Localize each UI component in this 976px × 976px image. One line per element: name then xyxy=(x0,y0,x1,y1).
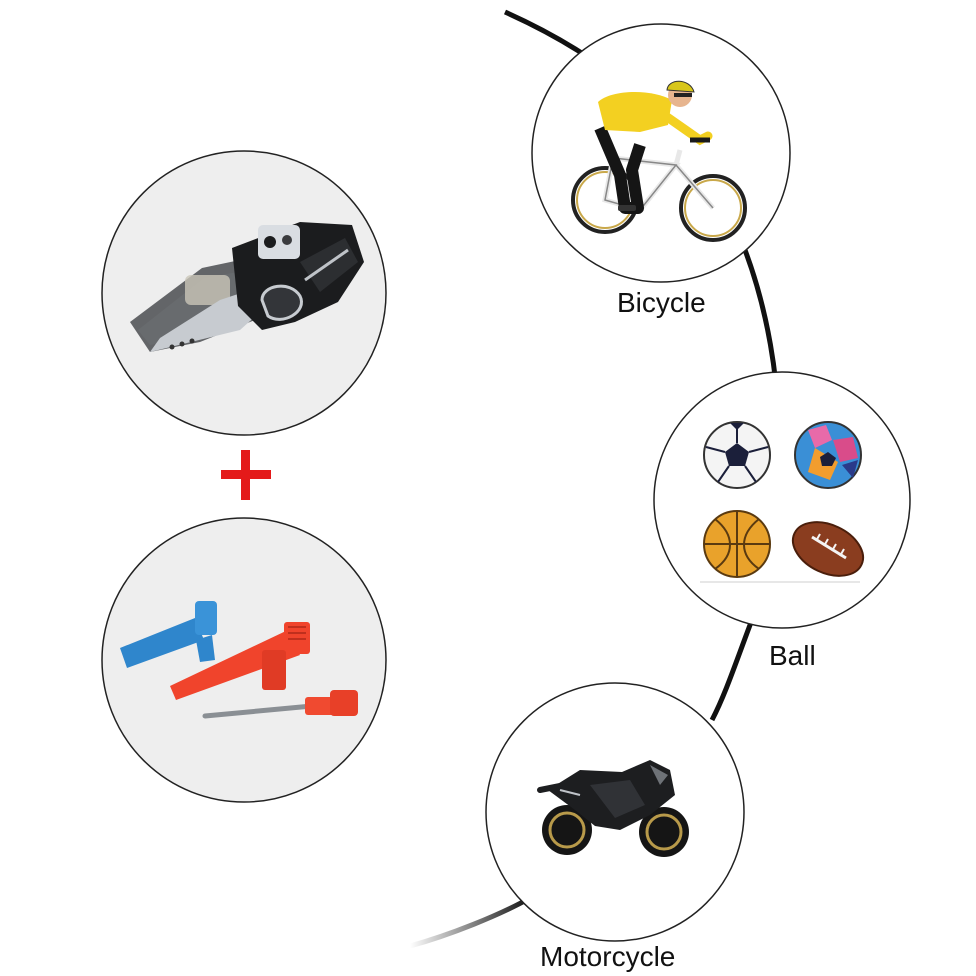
item-label-motorcycle: Motorcycle xyxy=(540,941,676,972)
connecting-curve-tail xyxy=(409,895,532,949)
motorcycle-icon xyxy=(485,682,745,942)
nozzle-adapters-icon xyxy=(101,517,387,803)
item-label-bicycle: Bicycle xyxy=(617,287,706,318)
plus-sign xyxy=(221,450,271,500)
balls-icon xyxy=(653,371,911,629)
bicycle-rider-icon xyxy=(531,23,791,283)
item-label-ball: Ball xyxy=(769,640,816,671)
vacuum-inflator-icon xyxy=(101,150,387,436)
